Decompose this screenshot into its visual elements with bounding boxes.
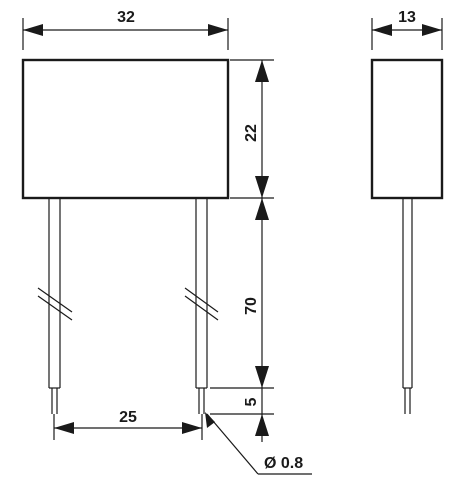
left-lead bbox=[37, 198, 73, 414]
vertical-dimensions: 22 70 5 bbox=[210, 59, 274, 442]
body-height-label: 22 bbox=[243, 124, 260, 142]
front-view: 32 25 Ø 0.8 bbox=[21, 9, 312, 475]
pin-pitch-label: 25 bbox=[119, 409, 137, 426]
depth-dimension: 13 bbox=[371, 9, 443, 50]
pin-pitch-dimension: 25 bbox=[53, 409, 203, 440]
lead-length-label: 70 bbox=[243, 297, 260, 315]
lead-diameter-leader: Ø 0.8 bbox=[205, 412, 312, 475]
width-dimension: 32 bbox=[22, 9, 229, 50]
side-view: 13 bbox=[370, 9, 444, 414]
right-lead bbox=[184, 198, 219, 414]
lead-tip-label: 5 bbox=[243, 397, 260, 406]
front-body bbox=[21, 58, 230, 200]
width-dimension-label: 32 bbox=[117, 9, 135, 26]
depth-dimension-label: 13 bbox=[398, 9, 416, 26]
right-lead-break-mark bbox=[184, 287, 219, 313]
lead-diameter-label: Ø 0.8 bbox=[264, 455, 303, 472]
left-lead-break-mark bbox=[37, 287, 73, 313]
side-lead bbox=[402, 198, 413, 414]
side-body bbox=[370, 58, 444, 200]
